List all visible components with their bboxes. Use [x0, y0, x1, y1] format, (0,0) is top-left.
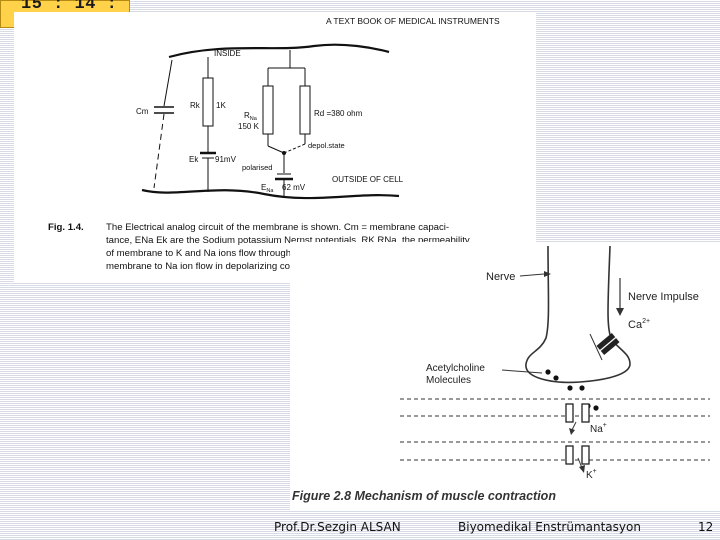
potassium-channel: [581, 445, 590, 465]
ena-label: ENa: [261, 183, 274, 194]
caption-line-4: membrane to Na ion flow in depolarizing …: [106, 261, 321, 272]
rna-value: 150 K: [238, 122, 260, 131]
rna-resistor: [262, 85, 274, 135]
outside-membrane-line: [141, 188, 400, 200]
nerve-label: Nerve: [486, 271, 515, 283]
figure-label: Fig. 1.4.: [48, 222, 84, 233]
ach-label-line-1: Acetylcholine: [426, 363, 485, 374]
ach-label-line-2: Molecules: [426, 375, 471, 386]
page-number: 12: [698, 520, 714, 534]
outside-label: OUTSIDE OF CELL: [332, 175, 404, 184]
inside-membrane-line: [168, 43, 390, 59]
rk-label: Rk: [190, 101, 201, 110]
calcium-channel: [596, 332, 620, 356]
rna-label: RNa: [244, 111, 258, 122]
course-title: Biyomedikal Enstrümantasyon: [458, 520, 641, 534]
ach-molecule: [553, 375, 559, 381]
ena-value: 62 mV: [282, 183, 306, 192]
ach-molecule: [579, 385, 585, 391]
synapse-diagram: Nerve Nerve Impulse Ca2+ Acetylcholine M…: [292, 245, 710, 503]
figure-2-8-caption: Figure 2.8 Mechanism of muscle contracti…: [292, 489, 556, 503]
potassium-label: K+: [586, 468, 597, 481]
sodium-label: Na+: [590, 422, 607, 435]
ach-molecule: [567, 385, 573, 391]
book-title: A TEXT BOOK OF MEDICAL INSTRUMENTS: [326, 16, 500, 26]
sodium-channel: [565, 403, 574, 423]
polarised-label: polarised: [242, 163, 272, 172]
cm-label: Cm: [136, 107, 149, 116]
ek-value: 91mV: [215, 155, 237, 164]
membrane-circuit-figure: A TEXT BOOK OF MEDICAL INSTRUMENTS INSID…: [14, 12, 536, 282]
nerve-impulse-label: Nerve Impulse: [628, 291, 699, 303]
caption-line-2: tance, ENa Ek are the Sodium potassium N…: [106, 235, 470, 246]
ach-molecule: [593, 405, 599, 411]
author-name: Prof.Dr.Sezgin ALSAN: [274, 520, 401, 534]
rk-value: 1K: [216, 101, 226, 110]
calcium-label: Ca2+: [628, 318, 650, 331]
ach-molecule: [545, 369, 551, 375]
nerve-terminal: [525, 245, 631, 384]
caption-line-1: The Electrical analog circuit of the mem…: [106, 222, 450, 233]
sodium-channel: [581, 403, 590, 423]
rk-resistor: [202, 77, 214, 127]
rd-resistor: [299, 85, 311, 135]
circuit-diagram: A TEXT BOOK OF MEDICAL INSTRUMENTS INSID…: [136, 16, 500, 200]
rd-label: Rd =380 ohm: [314, 109, 363, 118]
depol-label: depol.state: [308, 141, 345, 150]
inside-label: INSIDE: [214, 49, 241, 58]
muscle-contraction-figure: Nerve Nerve Impulse Ca2+ Acetylcholine M…: [290, 242, 720, 510]
potassium-channel: [565, 445, 574, 465]
depol-switch: [267, 145, 285, 154]
caption-line-3: of membrane to K and Na ions flow throug…: [106, 248, 448, 259]
ek-label: Ek: [189, 155, 199, 164]
